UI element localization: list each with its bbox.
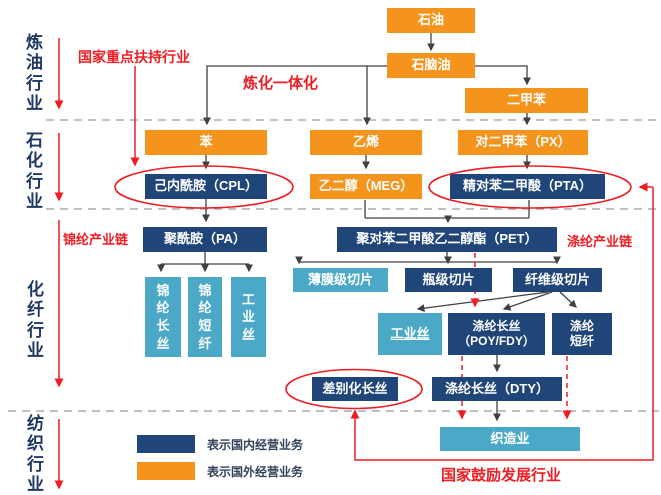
arrow-chip-poyfdy [502, 291, 553, 311]
node-px: 对二甲苯（PX） [458, 130, 588, 155]
node-naphtha: 石脑油 [387, 53, 475, 78]
node-nylon-industrial-yarn: 工业丝 [231, 277, 266, 357]
arrow-chip-staple [559, 291, 577, 308]
legend-label-foreign: 表示国外经营业务 [207, 464, 304, 479]
node-benzene: 苯 [145, 130, 267, 155]
industry-label-petrochemical: 石化行业 [26, 131, 43, 212]
note-polyester-chain: 涤纶产业链 [567, 234, 633, 249]
node-industrial-yarn: 工业丝 [378, 313, 442, 355]
node-differentiated-filament: 差别化长丝 [312, 377, 398, 401]
note-encouraged: 国家鼓励发展行业 [441, 467, 562, 484]
legend-item-foreign: 表示国外经营业务 [137, 462, 303, 480]
legend: 表示国内经营业务 表示国外经营业务 [137, 435, 303, 489]
note-integration: 炼化一体化 [243, 75, 319, 92]
node-film-chip: 薄膜级切片 [293, 268, 388, 292]
legend-label-domestic: 表示国内经营业务 [207, 437, 304, 452]
industry-label-fiber: 化纤行业 [27, 280, 44, 361]
node-poy-fdy: 涤纶长丝（POY/FDY） [448, 313, 545, 355]
note-key-support: 国家重点扶持行业 [78, 49, 190, 65]
industry-label-refining: 炼油行业 [26, 33, 43, 114]
legend-item-domestic: 表示国内经营业务 [137, 435, 303, 453]
node-polyester-staple: 涤纶短纤 [552, 313, 612, 355]
note-nylon-chain: 锦纶产业链 [63, 232, 129, 247]
node-nylon-staple: 锦纶短纤 [188, 277, 222, 357]
node-pet: 聚对苯二甲酸乙二醇酯（PET） [337, 227, 557, 252]
node-fiber-chip: 纤维级切片 [513, 268, 602, 292]
legend-swatch-foreign [137, 462, 195, 480]
node-ethylene: 乙烯 [310, 130, 422, 155]
node-pta: 精对苯二甲酸（PTA） [450, 174, 605, 199]
node-pa: 聚酰胺（PA） [143, 227, 267, 252]
arrow-chip-industrial-yarn [416, 291, 549, 313]
arrow-naphtha-xylene [475, 65, 531, 86]
legend-swatch-domestic [137, 435, 195, 453]
node-nylon-filament: 锦纶长丝 [145, 277, 181, 357]
industry-label-textile: 纺织行业 [27, 414, 44, 495]
node-weaving: 织造业 [440, 427, 580, 451]
node-bottle-chip: 瓶级切片 [405, 268, 492, 292]
node-cpl: 己内酰胺（CPL） [145, 174, 267, 199]
node-dty: 涤纶长丝（DTY） [432, 377, 562, 401]
node-xylene: 二甲苯 [465, 88, 588, 113]
node-petroleum: 石油 [387, 8, 475, 33]
section-dividers [8, 119, 659, 412]
node-meg: 乙二醇（MEG） [310, 174, 422, 199]
